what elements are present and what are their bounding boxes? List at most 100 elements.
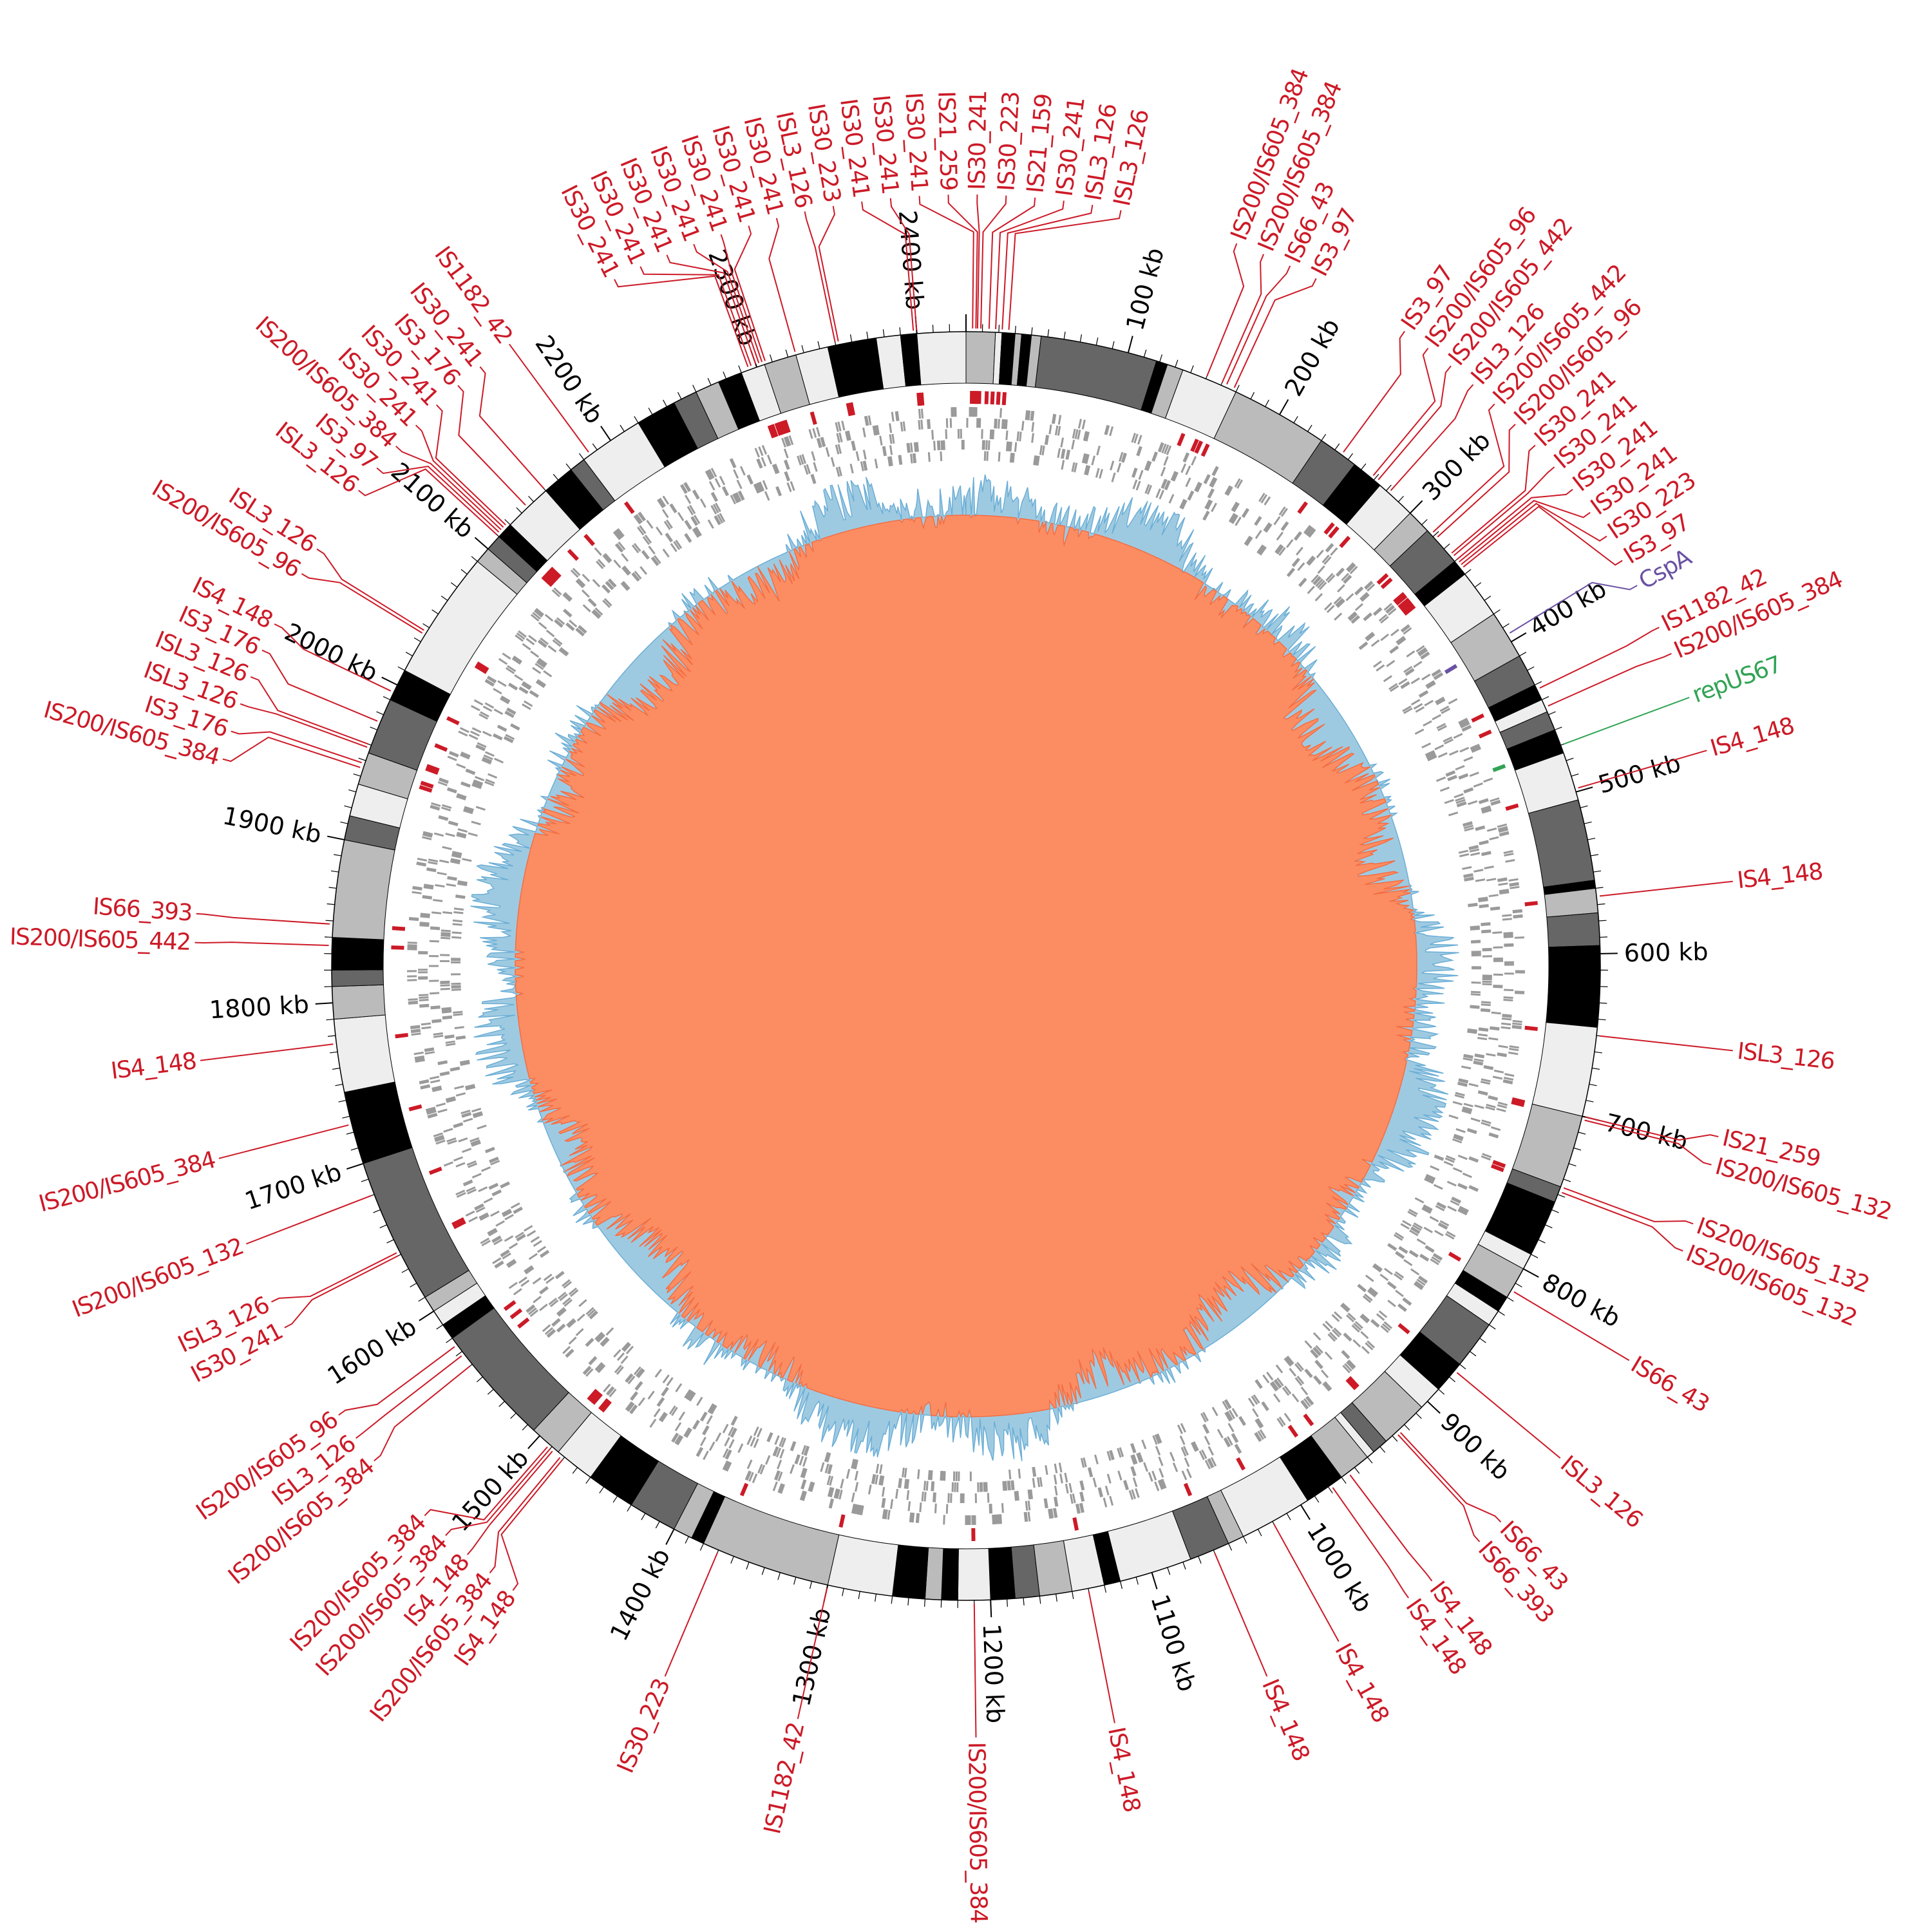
gene-marks — [406, 406, 1526, 1526]
minor-tick — [379, 1224, 387, 1229]
element-mark — [1183, 1482, 1193, 1497]
minor-tick — [599, 1486, 605, 1493]
element-label: IS200/IS605_442 — [9, 923, 191, 956]
ideogram-band — [1531, 1022, 1598, 1117]
ideogram-band — [331, 936, 384, 971]
element-connector — [889, 198, 918, 331]
minor-tick — [410, 1282, 417, 1288]
element-mark — [1492, 764, 1506, 772]
element-label: ISL3_126 — [1555, 1451, 1647, 1533]
major-tick — [1600, 952, 1618, 954]
minor-tick — [1373, 473, 1379, 480]
minor-tick — [1571, 773, 1579, 777]
element-connector — [1563, 697, 1690, 745]
minor-tick — [1566, 757, 1574, 761]
element-label: IS1182_42 — [759, 1721, 810, 1837]
element-connector — [316, 548, 424, 631]
element-mark — [589, 1390, 601, 1403]
element-mark — [1328, 526, 1340, 539]
major-tick — [1575, 786, 1593, 793]
element-connector — [250, 676, 369, 745]
tick-label: 1700 kb — [242, 1157, 345, 1215]
minor-tick — [1551, 1209, 1559, 1213]
element-connector — [1453, 466, 1555, 556]
minor-tick — [663, 399, 667, 407]
minor-tick — [498, 1401, 505, 1407]
minor-tick — [1286, 1513, 1291, 1520]
minor-tick — [1250, 392, 1255, 400]
minor-tick — [793, 1577, 797, 1585]
major-tick — [346, 1162, 364, 1170]
element-connector — [222, 736, 361, 768]
minor-tick — [1063, 331, 1066, 339]
minor-tick — [1014, 325, 1016, 334]
minor-tick — [785, 349, 789, 357]
minor-tick — [1527, 666, 1535, 671]
minor-tick — [699, 1543, 704, 1551]
minor-tick — [335, 1083, 343, 1086]
element-connector — [1461, 502, 1607, 565]
element-label: ISL3_126 — [1736, 1038, 1835, 1075]
element-connector — [1343, 330, 1405, 453]
element-mark — [1194, 440, 1204, 454]
element-connector — [240, 703, 368, 748]
tick-label: 2200 kb — [529, 330, 609, 429]
minor-tick — [907, 1597, 909, 1605]
minor-tick — [1159, 354, 1162, 363]
tick-label: 200 kb — [1279, 314, 1345, 401]
element-connector — [1562, 1191, 1683, 1252]
minor-tick — [1175, 359, 1179, 368]
minor-tick — [1506, 1296, 1514, 1302]
minor-tick — [397, 666, 405, 671]
minor-tick — [1592, 1067, 1600, 1070]
major-tick — [1523, 1268, 1539, 1278]
minor-tick — [1404, 1424, 1410, 1431]
minor-tick — [326, 1019, 334, 1021]
minor-tick — [358, 757, 366, 761]
ideogram-band — [916, 331, 967, 386]
element-mark — [517, 1317, 530, 1329]
minor-tick — [1167, 1567, 1171, 1575]
minor-tick — [1432, 531, 1439, 537]
element-connector — [1585, 1116, 1719, 1141]
minor-tick — [361, 1179, 369, 1182]
element-connector — [374, 1365, 471, 1462]
element-connector — [664, 1553, 718, 1677]
minor-tick — [1112, 341, 1115, 349]
element-connector — [338, 1346, 455, 1416]
minor-tick — [471, 556, 478, 562]
element-connector — [466, 1450, 553, 1555]
tick-label: 1200 kb — [978, 1623, 1010, 1724]
minor-tick — [1484, 596, 1492, 601]
tick-label: 1600 kb — [323, 1312, 422, 1390]
element-mark — [1380, 577, 1393, 589]
minor-tick — [1519, 652, 1527, 657]
minor-tick — [376, 711, 384, 715]
tick-label: 1500 kb — [446, 1444, 535, 1537]
element-connector — [1437, 424, 1516, 538]
minor-tick — [332, 1067, 340, 1070]
tick-label: 400 kb — [1524, 574, 1611, 642]
element-label: IS30_223 — [993, 91, 1025, 192]
minor-tick — [1464, 569, 1472, 575]
element-mark — [549, 567, 562, 579]
minor-tick — [627, 1504, 632, 1512]
element-mark — [587, 1388, 599, 1401]
element-mark — [1403, 604, 1416, 616]
element-mark — [1236, 1457, 1246, 1471]
tick-label: 1000 kb — [1302, 1517, 1378, 1617]
minor-tick — [578, 453, 585, 460]
minor-tick — [418, 1296, 426, 1302]
element-mark — [567, 549, 579, 561]
minor-tick — [1367, 1457, 1373, 1464]
minor-tick — [770, 354, 773, 363]
minor-tick — [891, 1596, 893, 1604]
element-connector — [1214, 1553, 1268, 1677]
element-connector — [995, 200, 1065, 330]
element-mark — [583, 534, 595, 546]
element-mark — [1490, 1164, 1504, 1173]
major-tick — [1151, 1572, 1158, 1589]
major-tick — [474, 536, 489, 550]
element-connector — [284, 1255, 399, 1329]
